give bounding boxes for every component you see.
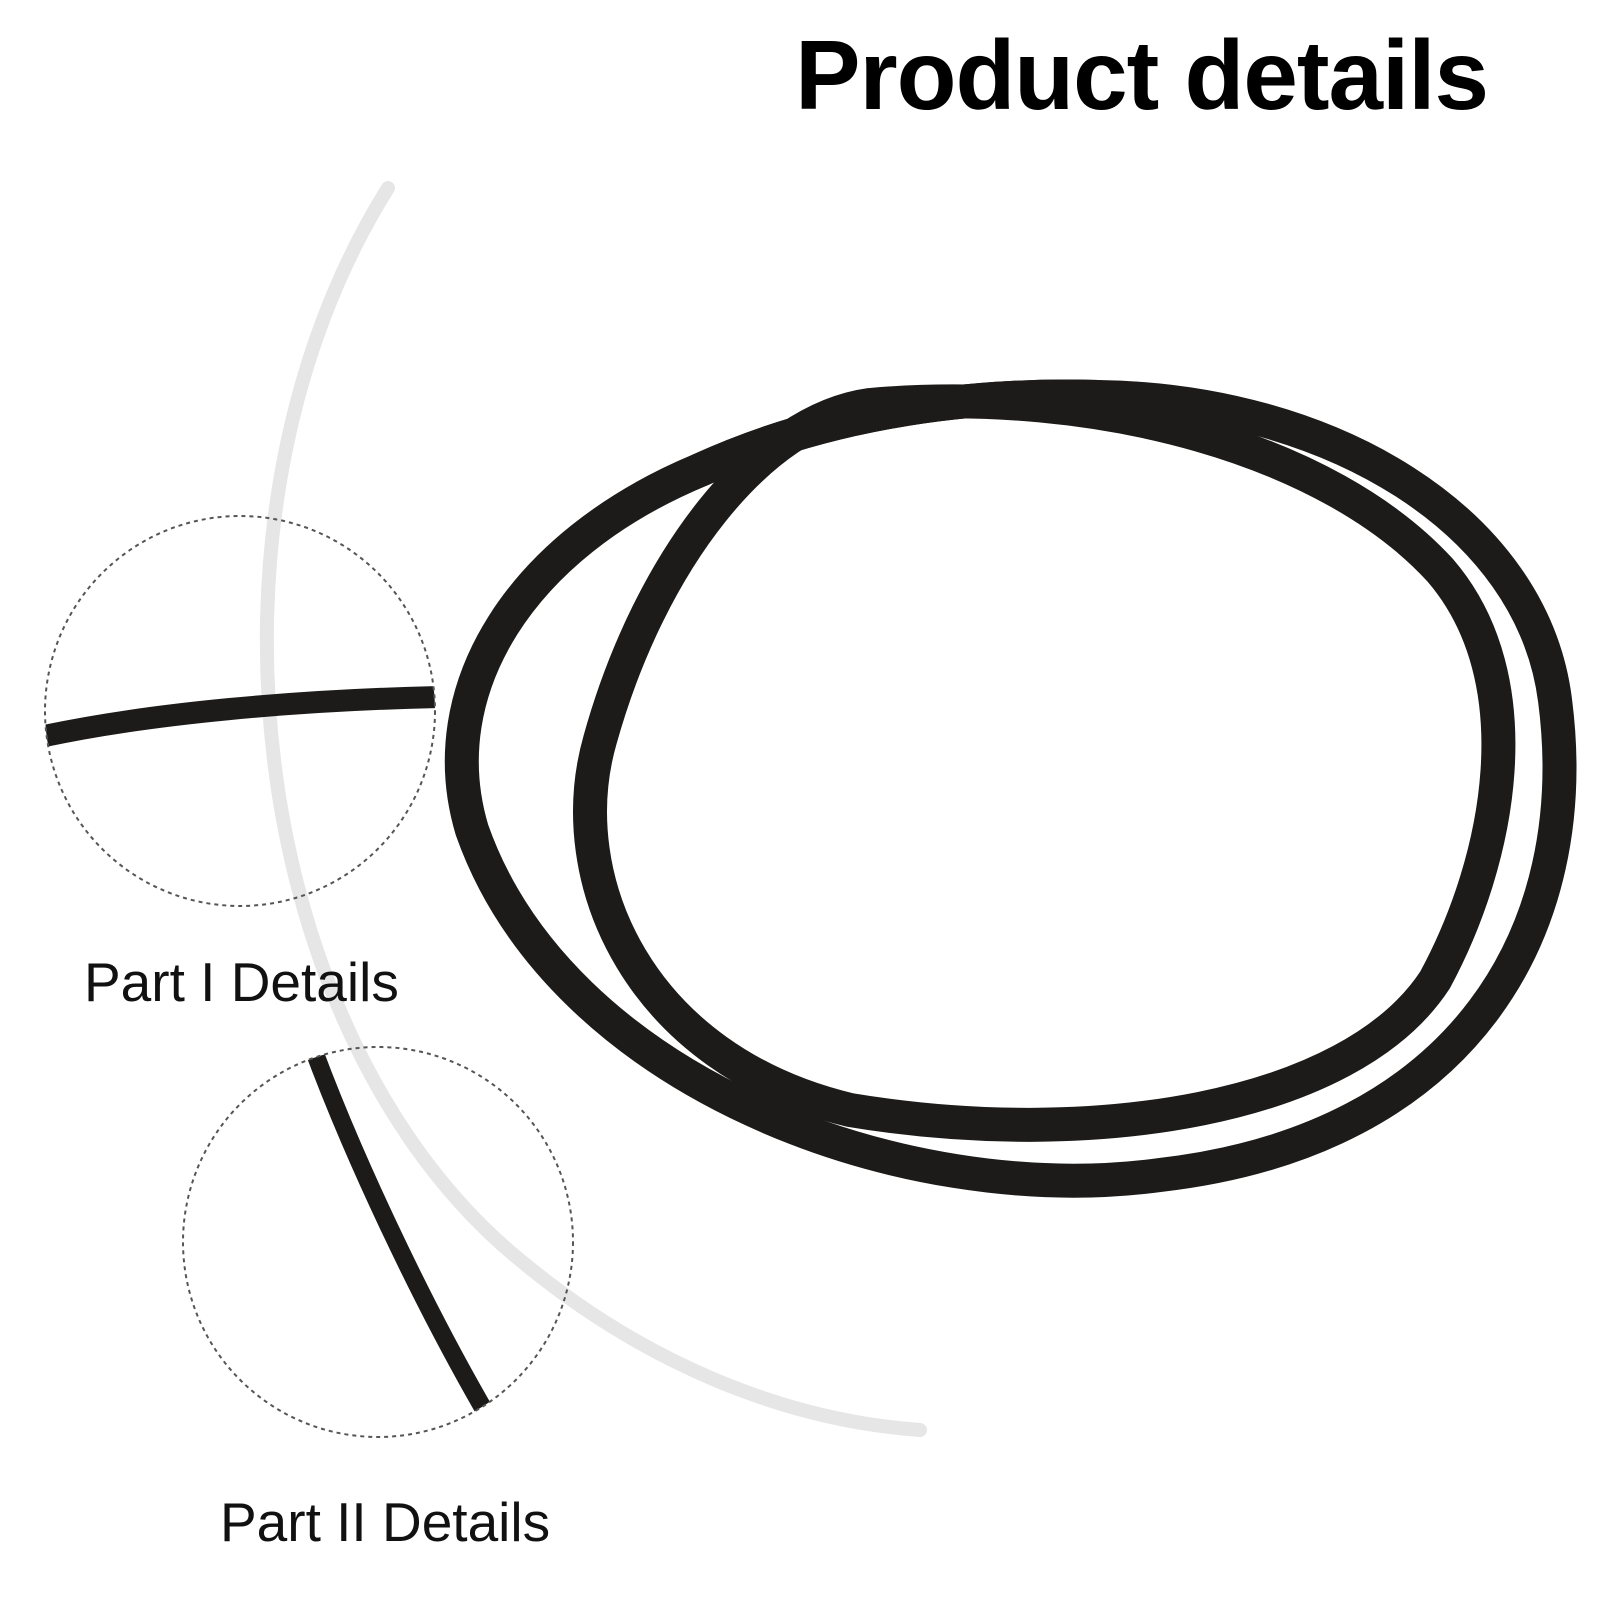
page-title: Product details [795, 20, 1489, 130]
detail-1-belt-segment [45, 686, 435, 748]
belt-image [444, 379, 1577, 1198]
detail-circle-part-1 [44, 515, 436, 907]
detail-circle-part-2 [182, 1046, 574, 1438]
detail-2-belt-segment [301, 1047, 499, 1429]
backdrop-arc [259, 181, 927, 1437]
detail-label-part-1: Part I Details [84, 951, 399, 1013]
belt-overlap [683, 379, 1115, 487]
belt-loop-inner [573, 384, 1516, 1142]
detail-label-part-2: Part II Details [220, 1491, 551, 1553]
